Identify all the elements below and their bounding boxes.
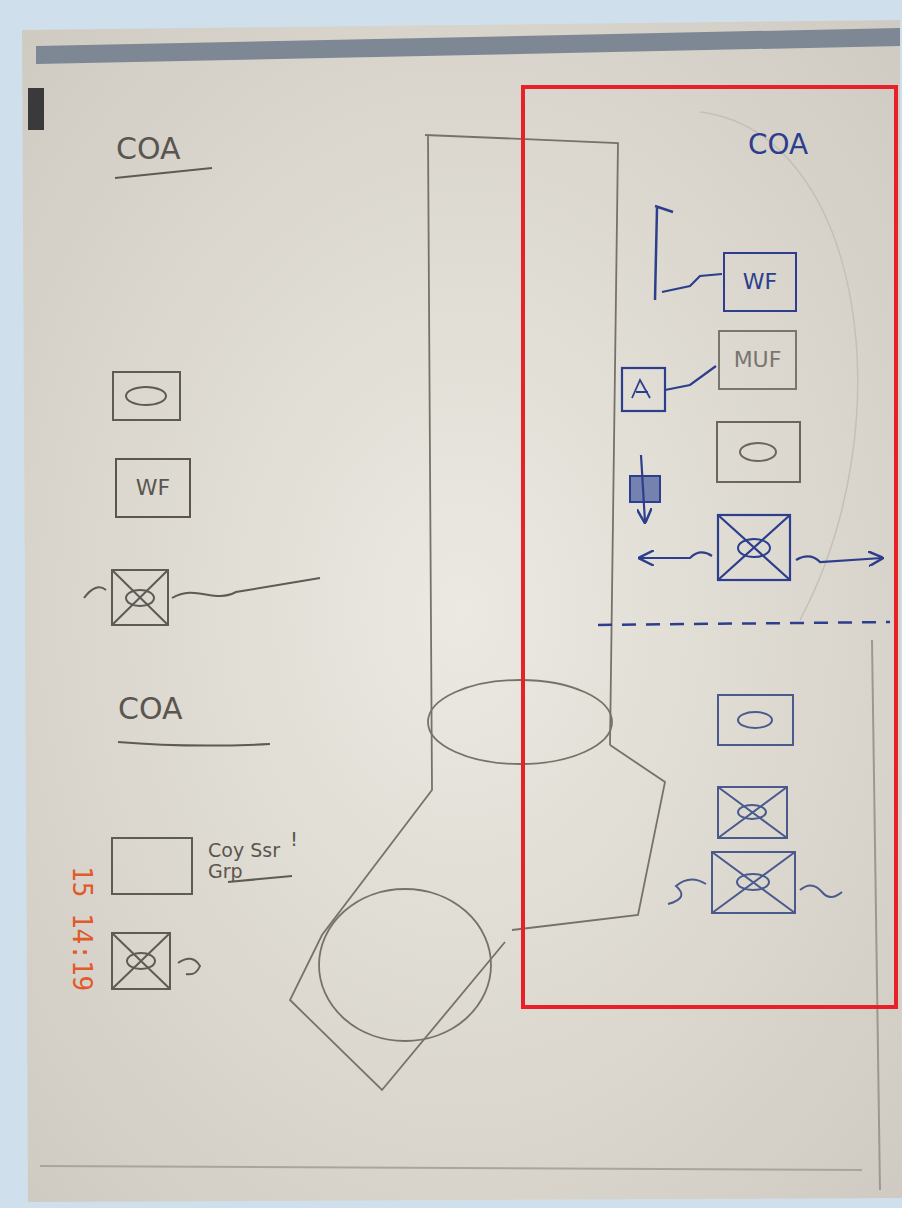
unit-symbol	[712, 852, 795, 913]
paper-edge	[872, 640, 880, 1190]
movement-arrow	[640, 552, 712, 558]
right-coa-symbols	[523, 87, 896, 1007]
left-coa-symbols	[84, 168, 320, 989]
unit-symbol	[738, 712, 772, 728]
movement-arrow	[796, 556, 882, 562]
highlight-frame	[523, 87, 896, 1007]
movement-arrow	[641, 455, 645, 522]
unit-symbol	[126, 387, 166, 405]
unit-symbol	[112, 838, 192, 894]
unit-symbol	[718, 515, 790, 580]
binder-bar	[36, 28, 900, 64]
unit-symbol	[718, 515, 790, 580]
boundary-line	[655, 206, 673, 300]
movement-squiggle	[84, 587, 106, 598]
unit-symbol	[717, 422, 800, 482]
unit-symbol	[630, 476, 660, 502]
unit-symbol	[712, 852, 795, 913]
objective-circle	[319, 889, 491, 1041]
paper-fold	[40, 1166, 862, 1170]
unit-symbol	[738, 539, 770, 557]
unit-symbol	[738, 805, 766, 819]
sketch-label: Coy Ssr Grp	[208, 840, 286, 882]
unit-symbol	[112, 570, 168, 625]
corridor-outline	[512, 745, 665, 930]
unit-label: WF	[743, 270, 777, 294]
unit-symbol	[718, 787, 787, 838]
support-line	[665, 366, 716, 390]
unit-symbol	[740, 443, 776, 461]
unit-symbol	[126, 590, 154, 606]
unit-box: MUF	[718, 330, 797, 390]
unit-symbol	[718, 695, 793, 745]
corridor-outline	[290, 135, 618, 1090]
unit-symbol	[127, 953, 155, 969]
sketch-label: COA	[118, 692, 183, 725]
unit-symbol	[737, 874, 769, 890]
unit-symbol	[632, 380, 650, 398]
flipchart-paper	[22, 20, 902, 1202]
unit-symbol	[113, 372, 180, 420]
photo-timestamp: 15 14:19	[67, 866, 96, 991]
phase-line	[598, 622, 890, 625]
unit-symbol	[112, 933, 170, 989]
unit-symbol	[622, 368, 665, 411]
unit-symbol	[112, 933, 170, 989]
terrain-sketch	[290, 135, 665, 1090]
sketch-label: COA	[748, 130, 808, 161]
range-arc	[700, 112, 858, 620]
movement-squiggle	[800, 885, 842, 897]
movement-squiggle	[668, 879, 706, 904]
objective-ellipse	[428, 680, 612, 764]
sketch-label: !	[290, 828, 298, 850]
sketch-label: COA	[116, 132, 181, 165]
unit-box: WF	[723, 252, 797, 312]
binder-clip	[28, 88, 44, 130]
unit-label: MUF	[734, 348, 782, 372]
heading-underline	[118, 742, 270, 746]
unit-box: WF	[115, 458, 191, 518]
heading-underline	[115, 168, 212, 178]
support-line	[662, 274, 722, 292]
movement-arrow	[178, 959, 200, 975]
unit-symbol	[112, 570, 168, 625]
unit-label: WF	[136, 476, 170, 500]
movement-squiggle	[172, 578, 320, 598]
unit-symbol	[718, 787, 787, 838]
